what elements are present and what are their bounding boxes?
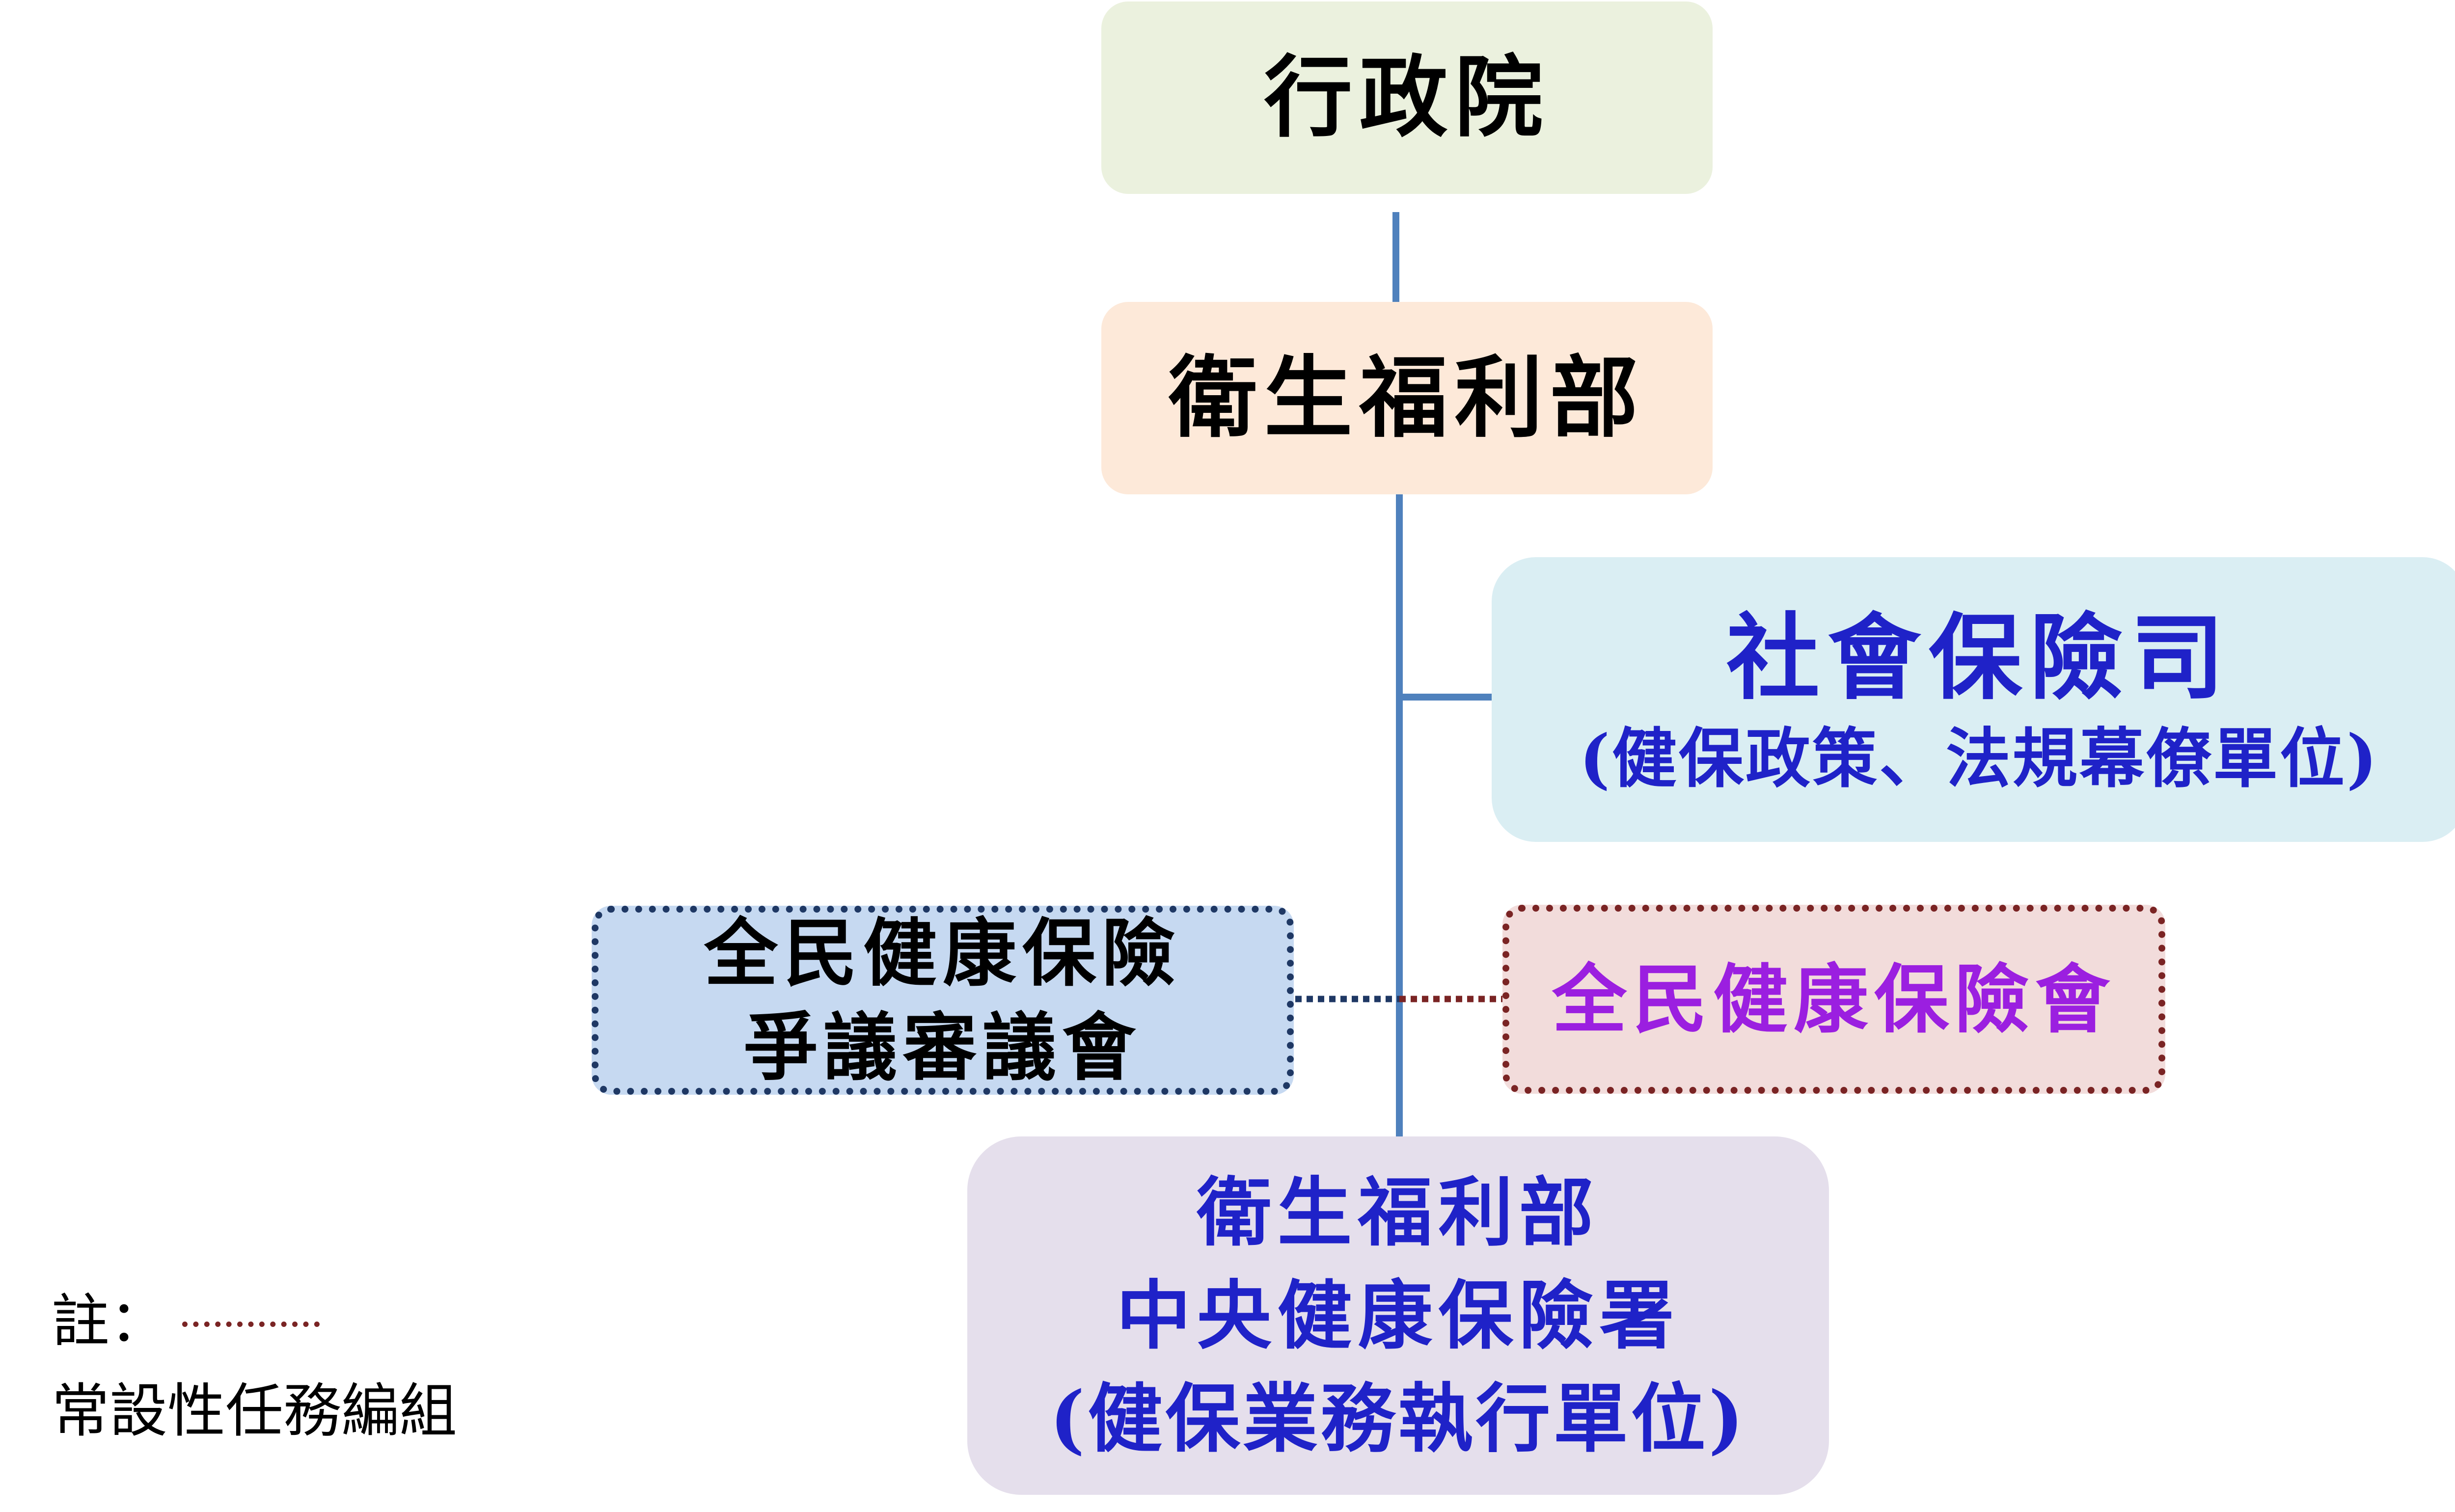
nhi-committee-label: 全民健康保險會: [1552, 955, 2116, 1043]
dispute-committee-line1: 全民健康保險: [704, 910, 1181, 997]
legend-prefix: 註：: [52, 1287, 168, 1355]
social-insurance-subtitle: (健保政策、法規幕僚單位): [1579, 721, 2379, 797]
nhia-box: 衛生福利部 中央健康保險署 (健保業務執行單位): [967, 1136, 1829, 1495]
executive-yuan-box: 行政院: [1101, 1, 1713, 194]
legend-key-row: 註：: [52, 1276, 457, 1366]
dispute-committee-box: 全民健康保險 爭議審議會: [592, 906, 1294, 1095]
nhia-line3: (健保業務執行單位): [1049, 1374, 1747, 1462]
social-insurance-box: 社會保險司 (健保政策、法規幕僚單位): [1492, 557, 2455, 842]
mohw-box: 衛生福利部: [1101, 302, 1713, 494]
nhia-line1: 衛生福利部: [1197, 1168, 1600, 1257]
nhi-committee-box: 全民健康保險會: [1502, 905, 2165, 1094]
legend: 註： 常設性任務編組: [52, 1276, 457, 1456]
social-insurance-title: 社會保險司: [1726, 602, 2232, 712]
legend-dotted-line-sample: [182, 1321, 320, 1327]
executive-yuan-label: 行政院: [1264, 46, 1550, 150]
dispute-committee-line2: 爭議審議會: [743, 1004, 1142, 1091]
mohw-label: 衛生福利部: [1169, 346, 1645, 450]
legend-description: 常設性任務編組: [52, 1377, 458, 1445]
nhia-line2: 中央健康保險署: [1116, 1271, 1680, 1360]
